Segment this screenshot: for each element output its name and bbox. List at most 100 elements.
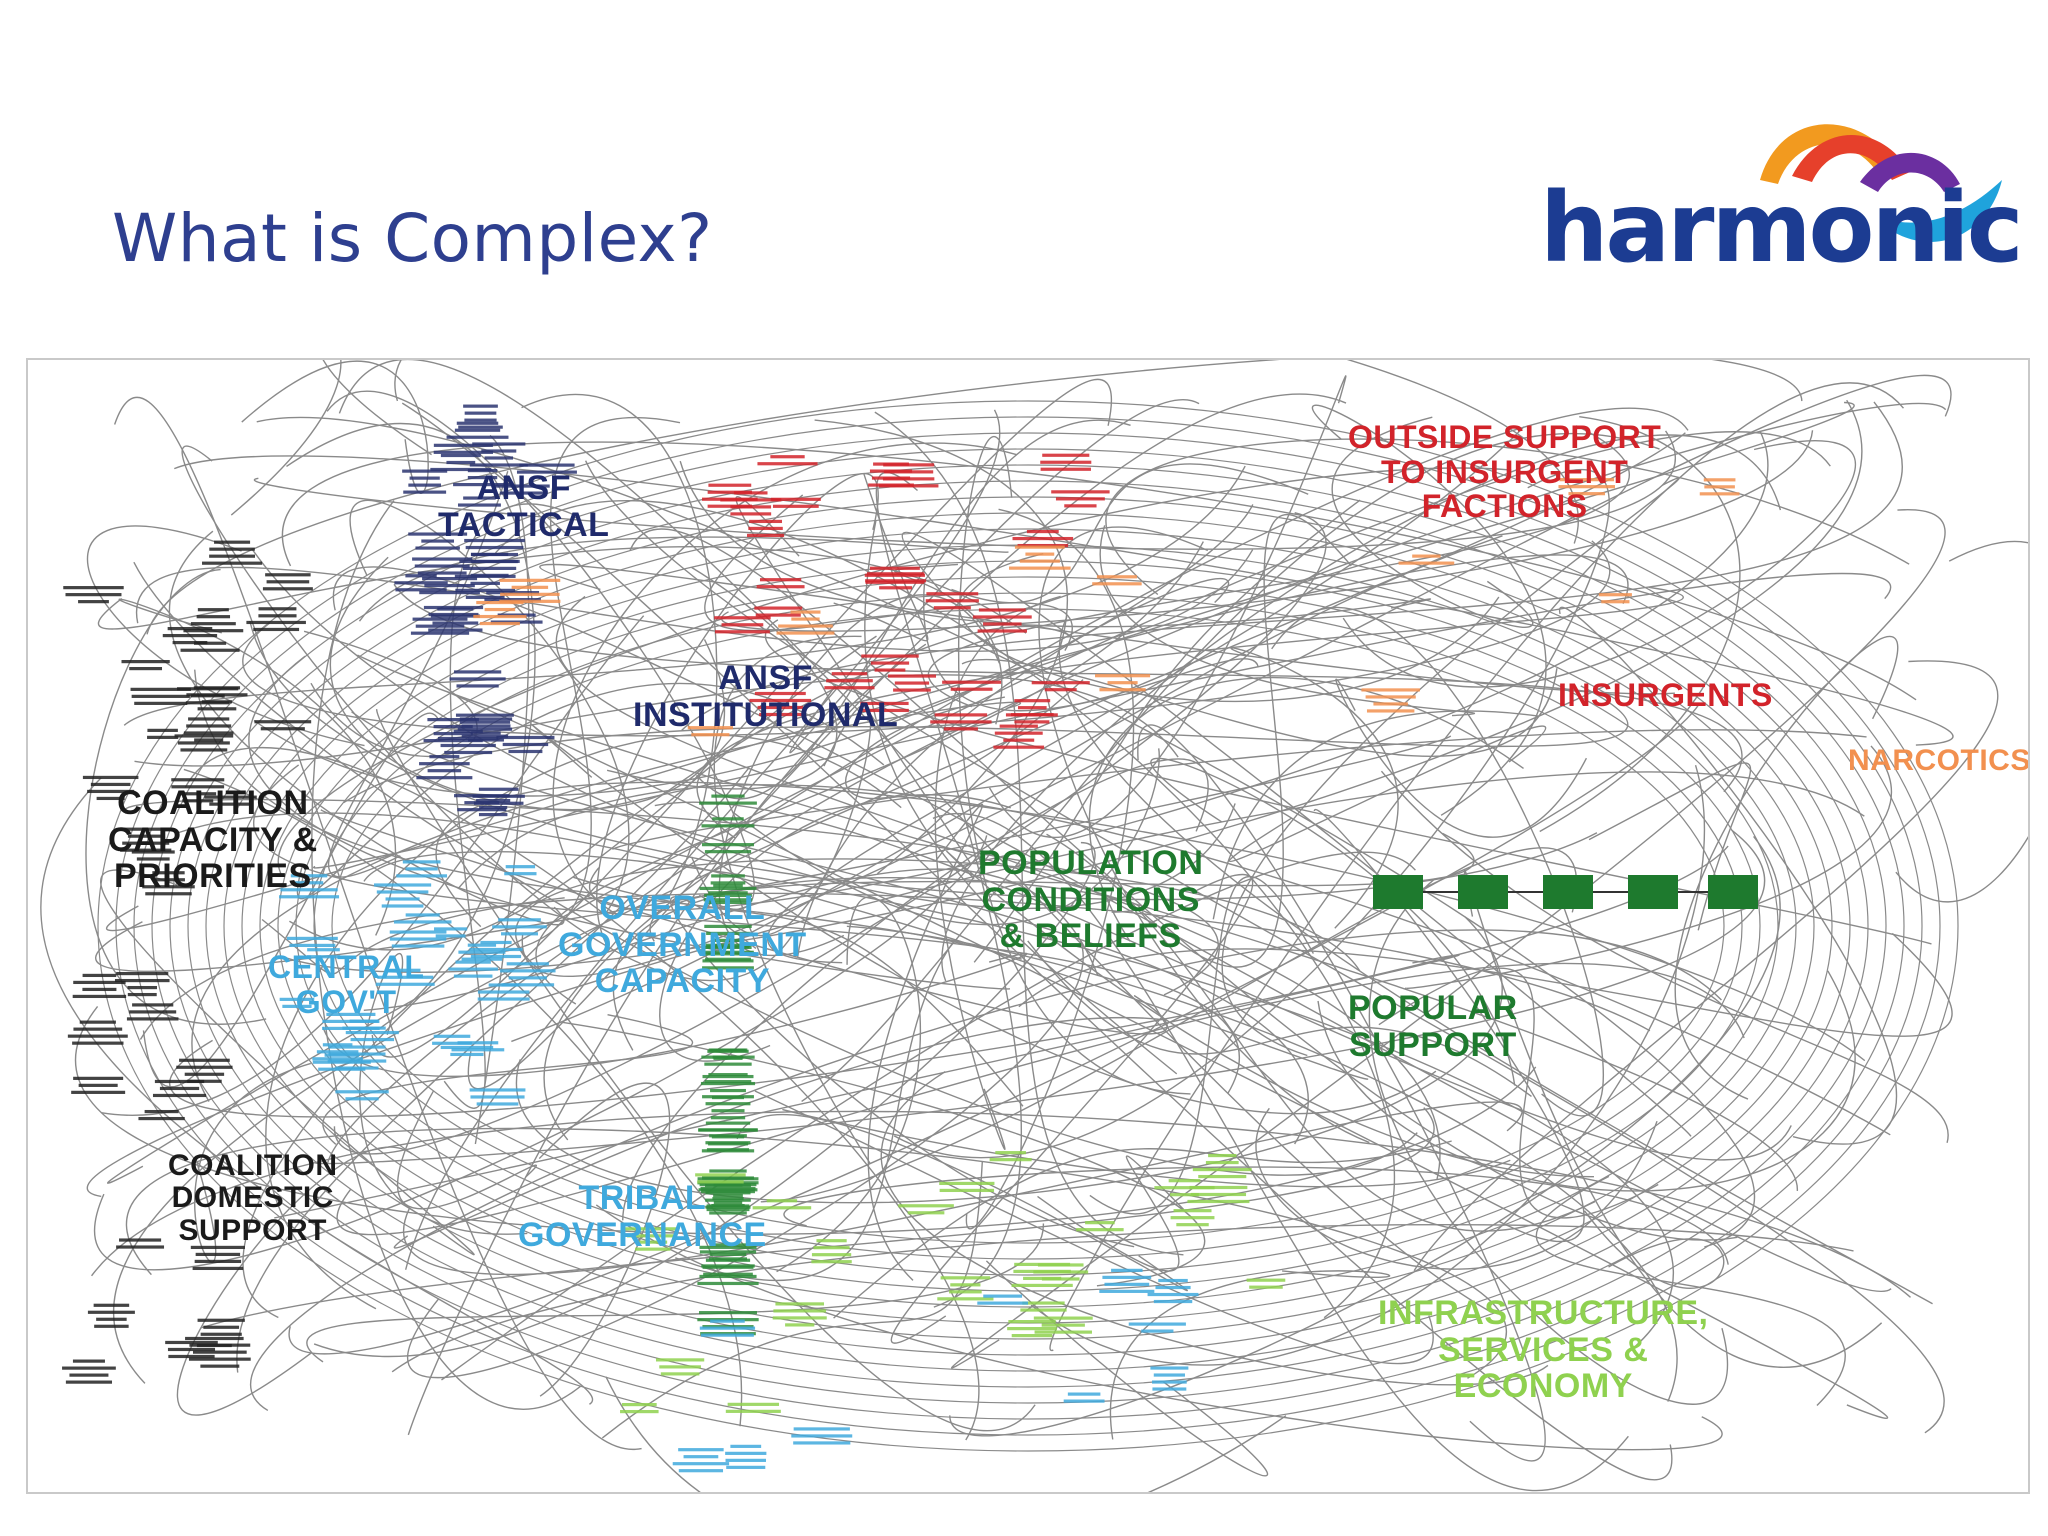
minor-node <box>434 927 468 938</box>
minor-node <box>142 871 195 896</box>
diagram-edge <box>1317 970 1856 1192</box>
minor-node <box>942 680 1002 691</box>
minor-node <box>698 1121 758 1132</box>
diagram-edge <box>659 794 1011 1062</box>
diagram-edge <box>86 525 365 747</box>
minor-node <box>62 1359 116 1384</box>
diagram-edge <box>539 563 1675 695</box>
minor-node <box>138 1109 185 1121</box>
minor-node <box>516 463 577 474</box>
minor-node <box>393 913 452 924</box>
minor-node <box>500 962 556 987</box>
minor-node <box>791 1427 853 1445</box>
minor-node <box>67 1020 128 1045</box>
diagram-edge <box>552 442 1017 914</box>
minor-node <box>757 455 818 466</box>
minor-node <box>174 734 234 752</box>
diagram-edge <box>281 441 1917 701</box>
diagram-edge <box>767 426 1525 964</box>
minor-node <box>1398 554 1455 565</box>
minor-node <box>484 591 541 602</box>
diagram-edge <box>326 390 755 910</box>
minor-node <box>121 659 170 671</box>
minor-node <box>72 973 127 999</box>
minor-node <box>446 421 509 439</box>
diagram-edge <box>457 784 1891 1136</box>
diagram-edge <box>946 850 1594 1178</box>
diagram-edge <box>403 1101 1523 1276</box>
diagram-edge <box>1413 660 1999 1272</box>
diagram-edge <box>1312 404 1547 816</box>
minor-node <box>327 1045 387 1070</box>
minor-node <box>279 874 340 899</box>
diagram-edge <box>253 504 1254 797</box>
diagram-edge <box>261 897 565 975</box>
minor-node <box>147 728 179 739</box>
diagram-edge <box>1221 477 1680 1057</box>
diagram-edge <box>1089 876 1314 1215</box>
cluster-narcotics: NARCOTICS <box>1848 744 2030 777</box>
minor-node <box>939 1181 995 1193</box>
support-stock-box <box>1543 875 1593 909</box>
minor-node <box>402 469 448 494</box>
minor-node <box>1092 575 1142 586</box>
minor-node <box>776 610 835 635</box>
minor-node <box>185 1336 244 1348</box>
diagram-edge <box>965 508 1135 1230</box>
cluster-overall-government: OVERALL GOVERNMENT CAPACITY <box>558 889 807 1001</box>
minor-node <box>635 1240 671 1251</box>
diagram-loop <box>169 464 1887 1388</box>
cluster-popular-support: POPULAR SUPPORT <box>1348 989 1518 1064</box>
minor-node <box>701 843 755 854</box>
minor-node <box>1063 1392 1105 1403</box>
minor-node <box>432 1034 472 1045</box>
minor-node <box>772 1302 827 1327</box>
support-stock-box <box>1708 875 1758 909</box>
diagram-edge <box>91 1110 1911 1298</box>
minor-node <box>706 1204 750 1215</box>
minor-node <box>672 1448 730 1473</box>
minor-node <box>440 1045 494 1057</box>
diagram-edge <box>801 432 1660 1103</box>
minor-node <box>453 468 512 487</box>
minor-node <box>410 617 470 635</box>
minor-node <box>1020 1301 1067 1312</box>
minor-node <box>699 1245 757 1256</box>
logo-arc-purple <box>1860 152 1960 192</box>
minor-node <box>469 442 528 467</box>
diagram-edge <box>901 531 1692 1137</box>
diagram-loop <box>115 416 1941 1436</box>
diagram-edge <box>1368 878 1729 1405</box>
diagram-edge <box>169 845 1729 1118</box>
diagram-edge <box>126 1127 1508 1379</box>
minor-node <box>752 1199 812 1210</box>
minor-node <box>459 717 513 742</box>
diagram-edge <box>288 703 1700 1355</box>
cluster-tribal-governance: TRIBAL GOVERNANCE <box>518 1179 767 1254</box>
diagram-edge <box>783 1166 1729 1265</box>
diagram-edge <box>1405 745 1893 990</box>
minor-node <box>754 606 803 617</box>
minor-node <box>492 918 547 936</box>
minor-node <box>204 795 257 806</box>
diagram-edge <box>447 691 1888 1419</box>
support-stock-box <box>1373 875 1423 909</box>
minor-node <box>394 574 448 592</box>
minor-node <box>396 860 448 878</box>
minor-node <box>703 884 753 902</box>
minor-node <box>423 718 483 743</box>
diagram-edge <box>649 832 1475 942</box>
diagram-edge <box>1105 438 1910 596</box>
diagram-edge <box>681 401 1903 731</box>
diagram-edge <box>112 432 1686 1384</box>
minor-node <box>697 1274 759 1286</box>
cluster-ansf-tactical: ANSF TACTICAL <box>438 469 610 544</box>
diagram-edge <box>435 781 1866 1062</box>
diagram-edge <box>441 851 1416 1381</box>
diagram-edge <box>443 503 576 1109</box>
diagram-edge <box>1674 635 1899 1100</box>
minor-node <box>152 1079 207 1098</box>
diagram-loop <box>313 592 1743 1260</box>
minor-node <box>704 924 752 950</box>
minor-node <box>695 1173 746 1184</box>
